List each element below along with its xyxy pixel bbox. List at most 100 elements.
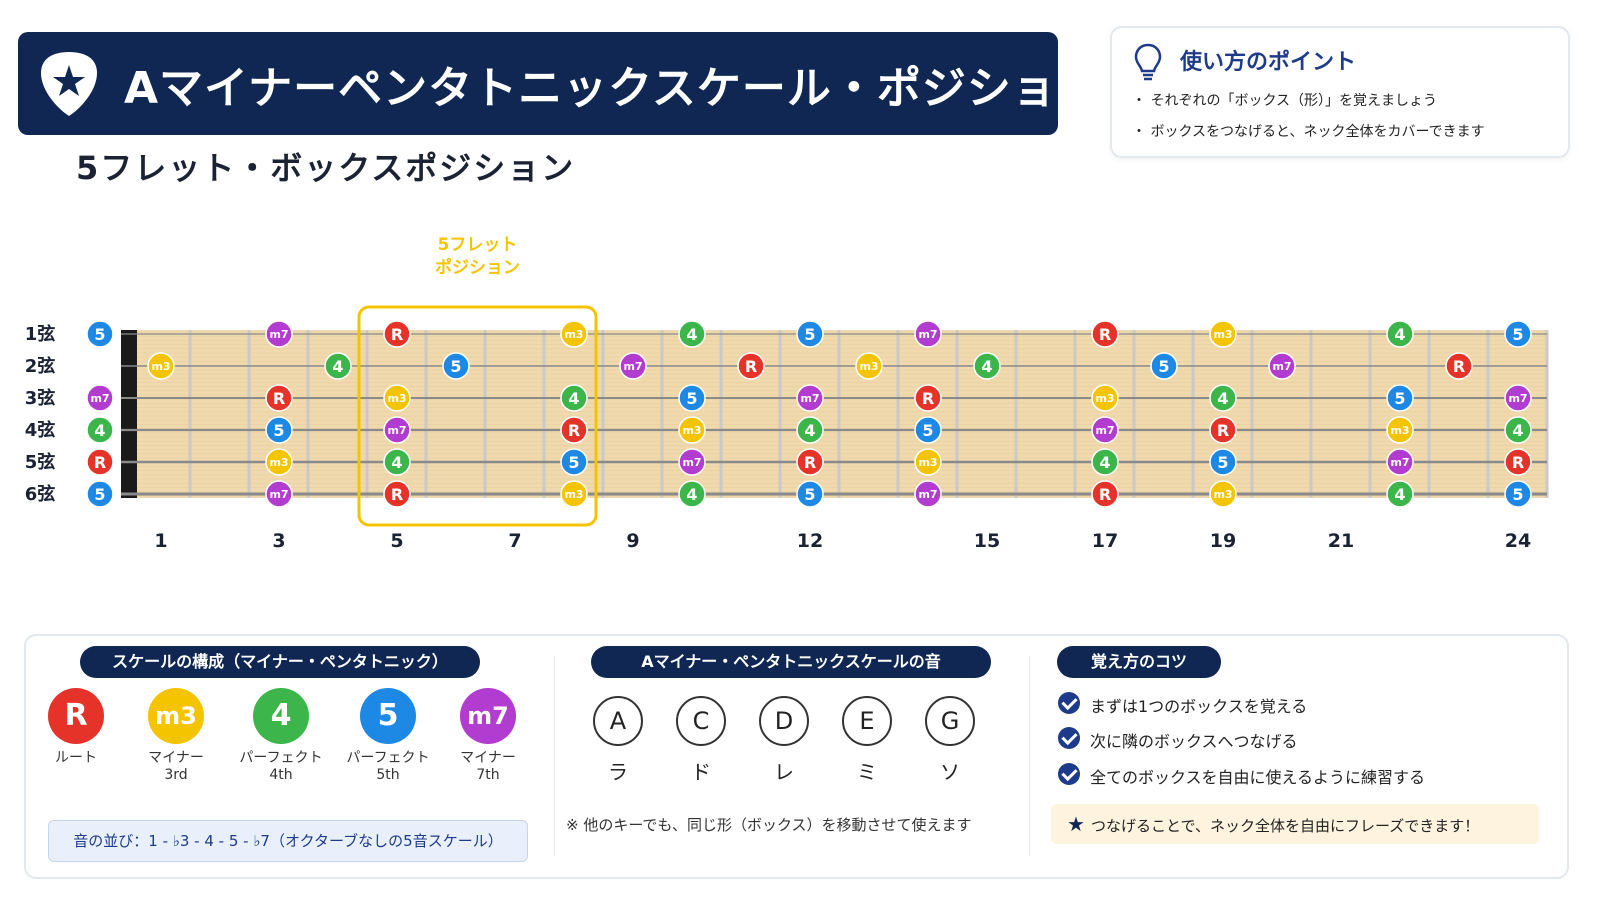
fret-wire — [1073, 330, 1077, 498]
note-label: m3 — [269, 456, 288, 469]
note-dot — [914, 448, 942, 476]
note-dot — [1209, 384, 1237, 412]
note-label: R — [391, 485, 403, 504]
scale-structure-title: スケールの構成（マイナー・ペンタトニック） — [80, 646, 480, 678]
tip-item: ・ それぞれの「ボックス（形）」を覚えましょう — [1132, 93, 1438, 109]
fret-wire — [306, 330, 310, 498]
memory-tip-item: まずは1つのボックスを覚える — [1090, 697, 1308, 716]
note-dot — [914, 320, 942, 348]
note-label: 4 — [981, 357, 992, 376]
note-label: 4 — [94, 421, 105, 440]
note-label: m3 — [1390, 424, 1409, 437]
note-dot — [147, 352, 175, 380]
note-dot — [973, 352, 1001, 380]
note-dot — [1091, 416, 1119, 444]
string-label: 1弦 — [25, 323, 56, 345]
string-label: 4弦 — [25, 419, 56, 441]
note-dot — [383, 448, 411, 476]
transpose-hint: ※ 他のキーでも、同じ形（ボックス）を移動させて使えます — [566, 816, 972, 834]
note-dot — [1091, 320, 1119, 348]
note-dot — [442, 352, 470, 380]
note-dot — [914, 416, 942, 444]
note-label: m7 — [269, 328, 288, 341]
note-dot — [1150, 352, 1178, 380]
fret-wire — [896, 330, 900, 498]
note-dot — [1386, 416, 1414, 444]
note-dot — [86, 416, 114, 444]
note-dot — [678, 448, 706, 476]
note-label: 4 — [568, 389, 579, 408]
connect-note-box: ★つなげることで、ネック全体を自由にフレーズできます！ — [1051, 804, 1539, 844]
note-label: 5 — [94, 325, 105, 344]
note-letter: D — [759, 696, 809, 746]
note-dot — [619, 352, 647, 380]
note-label: m3 — [1095, 392, 1114, 405]
note-label: R — [568, 421, 580, 440]
check-icon — [1058, 727, 1080, 749]
note-label: m7 — [90, 392, 109, 405]
note-dot — [383, 320, 411, 348]
note-label: 4 — [686, 485, 697, 504]
note-kana: ド — [691, 760, 711, 784]
note-letter: C — [676, 696, 726, 746]
note-dot — [1209, 320, 1237, 348]
note-label: m3 — [387, 392, 406, 405]
note-dot — [678, 480, 706, 508]
star-icon: ★ — [1067, 812, 1085, 836]
note-dot — [1209, 480, 1237, 508]
string-label: 5弦 — [25, 451, 56, 473]
note-dot — [678, 320, 706, 348]
fret-number: 19 — [1210, 530, 1236, 552]
note-dot — [560, 448, 588, 476]
position-highlight-box — [357, 305, 598, 527]
note-label: m3 — [1213, 328, 1232, 341]
note-dot — [265, 384, 293, 412]
legend-dot: 4 — [253, 688, 309, 744]
note-label: m7 — [1272, 360, 1291, 373]
fret-number: 5 — [390, 530, 403, 552]
fret-wire — [1191, 330, 1195, 498]
note-label: 5 — [1394, 389, 1405, 408]
fret-wire — [1309, 330, 1313, 498]
fret-number: 3 — [272, 530, 285, 552]
note-label: m3 — [564, 328, 583, 341]
check-icon — [1058, 763, 1080, 785]
note-dot — [1091, 448, 1119, 476]
note-kana: レ — [774, 760, 794, 784]
note-dot — [796, 448, 824, 476]
fret-wire — [365, 330, 369, 498]
fret-wire — [188, 330, 192, 498]
note-label: m7 — [800, 392, 819, 405]
note-dot — [86, 384, 114, 412]
fret-number: 1 — [154, 530, 167, 552]
fret-wire — [1250, 330, 1254, 498]
fret-number: 15 — [974, 530, 1000, 552]
note-label: 4 — [1394, 485, 1405, 504]
note-label: m3 — [918, 456, 937, 469]
note-dot — [265, 480, 293, 508]
fret-number: 12 — [797, 530, 823, 552]
fret-wire — [1427, 330, 1431, 498]
note-dot — [383, 480, 411, 508]
position-label: ポジション — [435, 257, 520, 278]
note-label: 4 — [686, 325, 697, 344]
note-label: R — [273, 389, 285, 408]
title-banner: Aマイナーペンタトニックスケール・ポジション — [18, 32, 1101, 135]
note-label: 4 — [804, 421, 815, 440]
tip-item: ・ ボックスをつなげると、ネック全体をカバーできます — [1132, 124, 1485, 140]
note-dot — [1386, 480, 1414, 508]
scale-notes-title: Aマイナー・ペンタトニックスケールの音 — [591, 646, 991, 678]
note-dot — [1504, 320, 1532, 348]
note-dot — [86, 480, 114, 508]
note-label: m3 — [682, 424, 701, 437]
fret-wire — [601, 330, 605, 498]
note-label: 4 — [332, 357, 343, 376]
